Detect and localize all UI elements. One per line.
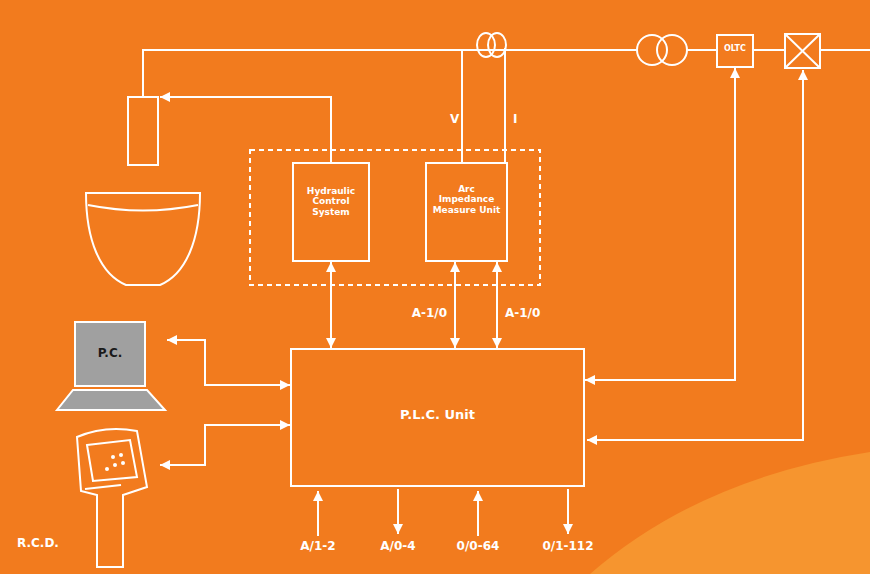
process-box: Arc Impedance Measure Unit	[425, 162, 508, 262]
tap-changer-box: OLTC	[716, 34, 754, 68]
plc-box: P.L.C. Unit	[290, 348, 585, 487]
signal-connector	[160, 425, 290, 465]
power-wire	[143, 50, 637, 97]
power-wire	[687, 49, 870, 51]
furnace-rim	[88, 205, 198, 211]
signal-name: V	[448, 112, 461, 126]
signal-connector	[496, 262, 498, 348]
io-label: A/0-4	[378, 539, 417, 553]
furnace	[86, 193, 200, 285]
electrode-control	[160, 97, 331, 162]
node-label: P.C.	[75, 322, 145, 386]
io-label: 0/1-112	[540, 539, 595, 553]
transformer-symbol	[657, 35, 687, 65]
io-arrow	[317, 491, 319, 536]
node-label: Arc Impedance Measure Unit	[430, 184, 503, 215]
node-label: Hydraulic Control System	[297, 186, 365, 217]
current-wire	[504, 48, 506, 162]
signal-connector	[585, 68, 735, 380]
node-label: OLTC	[724, 44, 746, 53]
io-label: A/1-2	[298, 539, 337, 553]
io-arrow	[567, 489, 569, 534]
node-label: P.L.C. Unit	[400, 408, 475, 423]
process-box: Hydraulic Control System	[292, 162, 370, 262]
signal-type-label: A-1/0	[503, 306, 542, 320]
laptop-symbol	[55, 318, 167, 415]
signal-connector	[167, 340, 290, 385]
signal-name: I	[511, 112, 519, 126]
voltage-wire	[461, 50, 463, 162]
breaker-symbol	[785, 34, 820, 68]
io-label: 0/0-64	[455, 539, 502, 553]
background-curve	[590, 452, 870, 574]
io-arrow	[397, 489, 399, 534]
io-arrow	[477, 491, 479, 536]
signal-type-label: A-1/0	[410, 306, 449, 320]
signal-connector	[454, 262, 456, 348]
electrode	[128, 97, 158, 165]
signal-connector	[330, 262, 332, 348]
breaker-signal	[587, 70, 803, 440]
breaker-symbol	[785, 34, 820, 68]
current-transformer	[477, 33, 495, 57]
remote-console-icon: R.C.D.	[15, 425, 160, 570]
node-label: R.C.D.	[17, 537, 59, 551]
current-transformer	[488, 33, 506, 57]
computer-icon: P.C.	[55, 318, 167, 415]
